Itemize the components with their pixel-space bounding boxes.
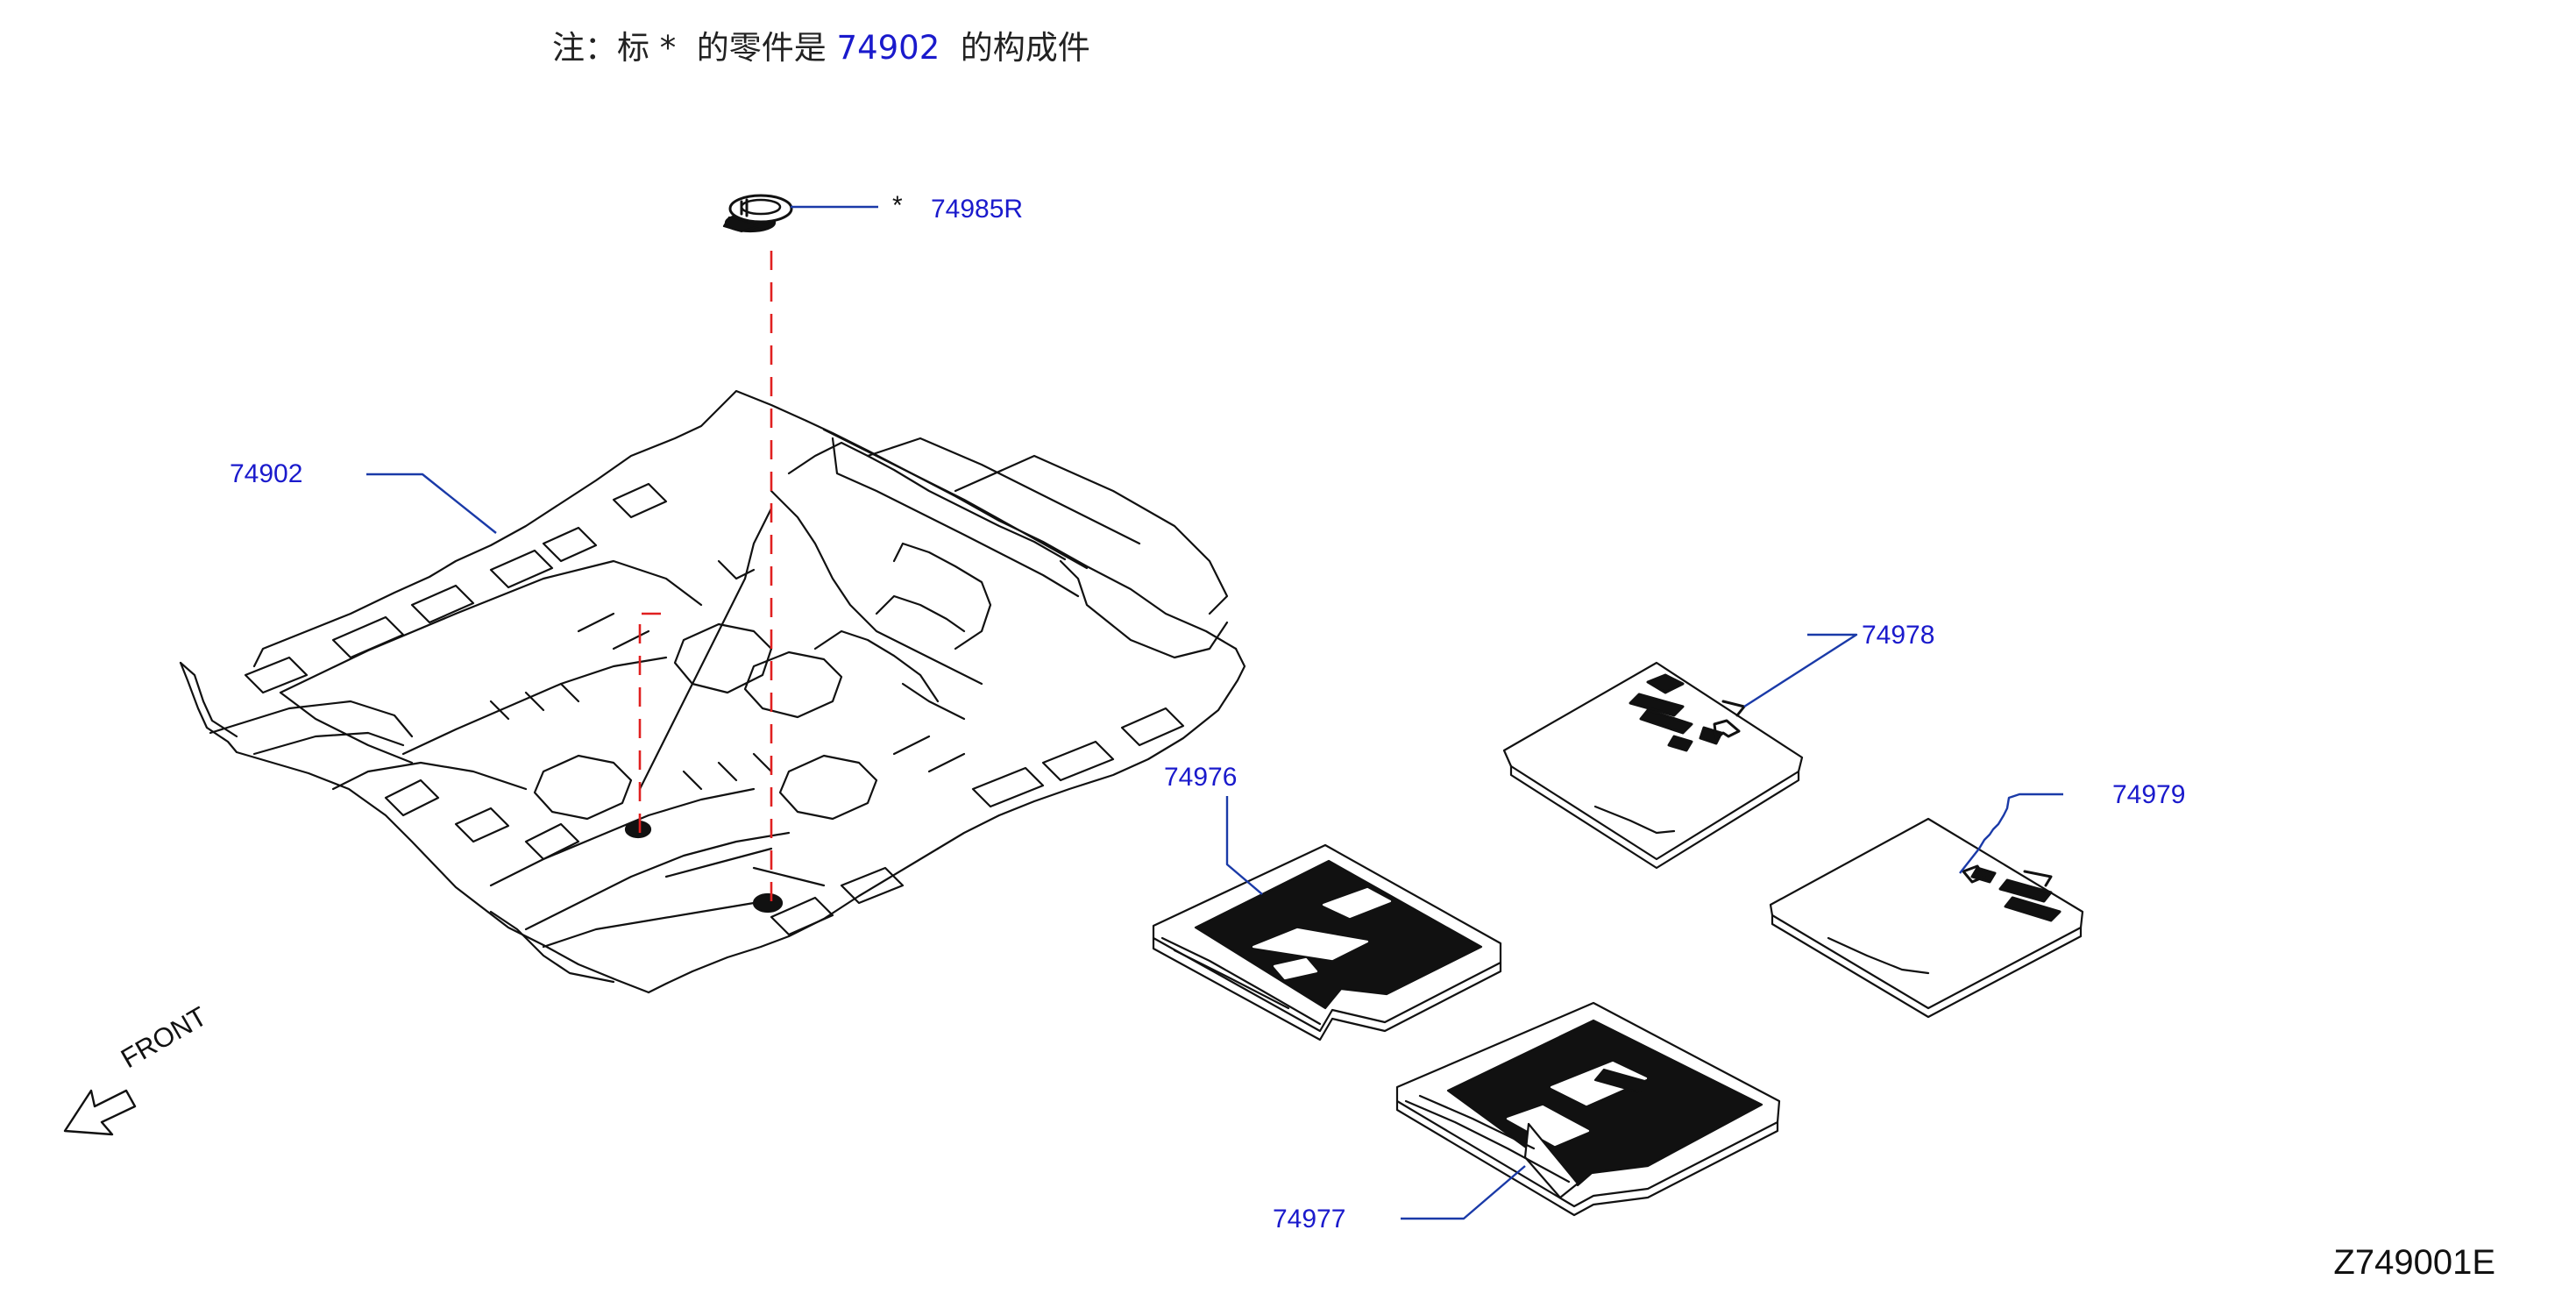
clip-74985R-part[interactable] xyxy=(722,194,793,233)
star-marker: * xyxy=(892,191,903,220)
part-74976-label[interactable]: 74976 xyxy=(1164,763,1238,792)
header-note: 注：标 * 的零件是 74902 的构成件 xyxy=(552,21,1090,68)
part-74977-label[interactable]: 74977 xyxy=(1273,1205,1346,1233)
mat-74976-part[interactable] xyxy=(1152,843,1502,1042)
mat-74977-part[interactable] xyxy=(1395,1001,1781,1217)
mat-74979-part[interactable] xyxy=(1769,817,2084,1019)
assembly-dashed-lines xyxy=(638,251,773,903)
part-74978-label[interactable]: 74978 xyxy=(1862,621,1935,650)
note-prefix: 注：标 * 的零件是 xyxy=(552,29,837,67)
drawing-code: Z749001E xyxy=(2333,1243,2495,1282)
front-arrow-icon xyxy=(63,1089,137,1136)
mat-74978-part[interactable] xyxy=(1502,661,1804,870)
part-74985R-label[interactable]: 74985R xyxy=(931,195,1024,224)
floor-carpet-74902-part[interactable] xyxy=(179,389,1246,994)
part-74979-label[interactable]: 74979 xyxy=(2112,780,2186,809)
part-74902-label[interactable]: 74902 xyxy=(230,459,303,488)
note-suffix: 的构成件 xyxy=(940,29,1090,67)
leader-lines xyxy=(366,205,2063,1220)
note-ref-74902[interactable]: 74902 xyxy=(836,29,940,67)
